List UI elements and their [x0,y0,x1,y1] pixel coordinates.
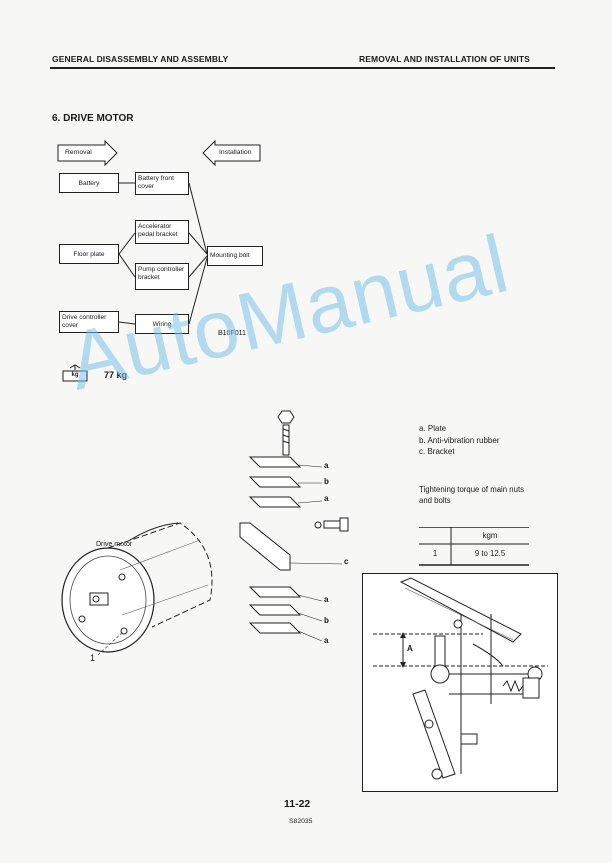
box-drive-controller-cover: Drive controller cover [59,311,119,333]
box-battery: Battery [59,173,119,193]
torque-unit: kgm [482,531,498,540]
removal-label: Removal [65,149,92,156]
label-a-4: a [324,636,329,645]
inset-diagram: A [362,573,558,792]
figure-code: B10F011 [218,330,246,337]
flow-diagram: Removal Installation Battery Battery fro… [55,138,275,338]
weight-icon-label: kg [71,372,79,378]
dimension-a-label: A [407,644,413,653]
label-a-1: a [324,461,329,470]
header-rule [50,67,555,69]
footer-code: S82035 [289,818,313,825]
torque-row-no: 1 [432,549,438,558]
box-accelerator-pedal-bracket: Accelerator pedal bracket [135,220,189,244]
legend: a. Plate b. Anti-vibration rubber c. Bra… [419,423,500,458]
box-battery-front-cover: Battery front cover [135,172,189,195]
header-right: REMOVAL AND INSTALLATION OF UNITS [359,54,530,64]
legend-b: b. Anti-vibration rubber [419,435,500,445]
box-floor-plate: Floor plate [59,244,119,264]
exploded-diagram-art [61,410,349,656]
inset-diagram-art [373,577,548,780]
weight-value: 77 kg [104,370,128,380]
label-b-2: b [324,616,329,625]
installation-label: Installation [219,149,252,156]
weight-icon: kg [60,364,90,384]
box-pump-controller-bracket: Pump controller bracket [135,263,189,290]
header-left: GENERAL DISASSEMBLY AND ASSEMBLY [52,54,229,64]
torque-row-value: 9 to 12.5 [474,549,506,558]
drive-motor-label: Drive motor [96,541,133,548]
box-wiring: Wiring [135,314,189,334]
label-1: 1 [90,653,96,663]
page-number: 11-22 [284,798,311,810]
label-b-1: b [324,477,329,486]
label-a-3: a [324,595,329,604]
legend-a: a. Plate [419,424,447,433]
section-title: 6. DRIVE MOTOR [52,113,134,124]
flow-lines [57,139,261,325]
exploded-diagram: Drive motor a b a c a b a 1 [60,405,360,685]
legend-c: c. Bracket [419,447,455,456]
label-a-2: a [324,494,329,503]
torque-heading: Tightening torque of main nuts and bolts [419,485,525,505]
box-mounting-bolt: Mounting bolt [207,246,263,266]
label-c: c [344,557,349,566]
